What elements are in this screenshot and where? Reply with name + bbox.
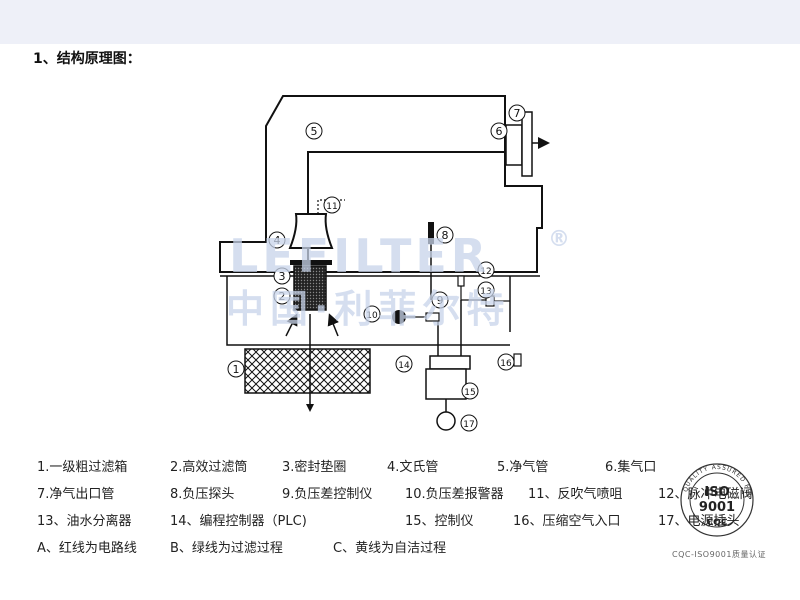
legend-row-4: A、红线为电路线 B、绿线为过滤过程 C、黄线为自洁过程	[37, 537, 797, 564]
intake-arrow-right	[327, 313, 339, 337]
svg-text:5: 5	[311, 125, 318, 138]
legend-item: 17、电源插头	[658, 514, 740, 529]
callout-7: 7	[508, 104, 526, 122]
air-inlet	[513, 353, 522, 367]
callout-15: 15	[461, 382, 479, 400]
svg-text:®: ®	[548, 227, 570, 252]
brand-watermark: LEFILTER ® 中国·利菲尔特	[226, 227, 570, 331]
svg-text:17: 17	[463, 420, 474, 430]
svg-text:8: 8	[442, 229, 449, 242]
legend-item: 6.集气口	[605, 460, 657, 475]
legend-row-1: 1.一级粗过滤箱 2.高效过滤筒 3.密封垫圈 4.文氏管 5.净气管 6.集气…	[37, 456, 797, 483]
svg-text:14: 14	[398, 361, 410, 371]
svg-text:13: 13	[480, 287, 491, 297]
section-title: 1、结构原理图：	[33, 51, 141, 67]
callout-16: 16	[497, 353, 515, 371]
top-banner	[0, 0, 800, 44]
power-plug	[436, 411, 456, 431]
control-instrument	[425, 368, 467, 400]
pressure-alarm	[392, 310, 406, 324]
legend-item: B、绿线为过滤过程	[170, 541, 283, 556]
legend-item: 7.净气出口管	[37, 487, 115, 502]
callout-numbers: 1 2 3 4 5 6 7 8 9 10 11 12 13 14 15 16 1…	[227, 104, 526, 432]
callout-8: 8	[436, 226, 454, 244]
callout-1: 1	[227, 360, 245, 378]
component-legend: 1.一级粗过滤箱 2.高效过滤筒 3.密封垫圈 4.文氏管 5.净气管 6.集气…	[37, 456, 797, 564]
legend-item: 8.负压探头	[170, 487, 235, 502]
certification-caption: CQC-ISO9001质量认证	[672, 550, 766, 559]
svg-text:LEFILTER: LEFILTER	[229, 229, 490, 283]
plc-controller	[429, 355, 471, 370]
gas-collection-port	[505, 124, 523, 166]
svg-text:9: 9	[437, 294, 444, 307]
legend-item: 15、控制仪	[405, 514, 474, 529]
svg-text:1: 1	[233, 363, 240, 376]
legend-item: 10.负压差报警器	[405, 487, 504, 502]
legend-item: 4.文氏管	[387, 460, 439, 475]
legend-item: 3.密封垫圈	[282, 460, 347, 475]
callout-10: 10	[363, 305, 381, 323]
inlet-arrow-tail	[306, 404, 314, 412]
svg-text:4: 4	[274, 234, 281, 247]
legend-row-2: 7.净气出口管 8.负压探头 9.负压差控制仪 10.负压差报警器 11、反吹气…	[37, 483, 797, 510]
legend-item: 16、压缩空气入口	[513, 514, 621, 529]
lower-cabinet	[226, 276, 510, 346]
callout-3: 3	[273, 267, 291, 285]
callout-12: 12	[477, 261, 495, 279]
legend-item: 14、编程控制器（PLC)	[170, 514, 307, 529]
callout-2: 2	[273, 287, 291, 305]
venturi-tube	[288, 213, 334, 249]
legend-item: 9.负压差控制仪	[282, 487, 373, 502]
callout-5: 5	[305, 122, 323, 140]
svg-text:7: 7	[514, 107, 521, 120]
svg-text:11: 11	[326, 202, 337, 212]
svg-text:中国·利菲尔特: 中国·利菲尔特	[226, 287, 510, 331]
coarse-filter-box	[244, 348, 371, 394]
legend-item: C、黄线为自洁过程	[333, 541, 447, 556]
svg-text:ISO: ISO	[704, 485, 729, 500]
callout-14: 14	[395, 355, 413, 373]
svg-text:2: 2	[279, 290, 286, 303]
svg-text:10: 10	[366, 311, 378, 321]
svg-text:6: 6	[496, 125, 503, 138]
legend-item: 11、反吹气喷咀	[528, 487, 623, 502]
legend-item: 2.高效过滤筒	[170, 460, 248, 475]
callout-11: 11	[323, 196, 341, 214]
intake-arrow-left	[285, 313, 298, 337]
svg-text:16: 16	[500, 359, 512, 369]
filter-housing	[219, 95, 543, 273]
svg-text:3: 3	[279, 270, 286, 283]
svg-text:CQC: CQC	[707, 518, 728, 528]
svg-text:12: 12	[480, 267, 491, 277]
outlet-pipe-flange	[521, 111, 533, 177]
legend-item: 5.净气管	[497, 460, 549, 475]
pressure-probe	[428, 222, 434, 244]
legend-item: A、红线为电路线	[37, 541, 137, 556]
sealing-gasket	[290, 260, 332, 265]
svg-text:15: 15	[464, 388, 475, 398]
callout-13: 13	[477, 281, 495, 299]
svg-text:9001: 9001	[699, 500, 735, 515]
callout-6: 6	[490, 122, 508, 140]
callout-4: 4	[268, 231, 286, 249]
filter-cartridge	[293, 265, 327, 311]
callout-17: 17	[460, 414, 478, 432]
callout-9: 9	[431, 291, 449, 309]
legend-row-3: 13、油水分离器 14、编程控制器（PLC) 15、控制仪 16、压缩空气入口 …	[37, 510, 797, 537]
legend-item: 13、油水分离器	[37, 514, 132, 529]
legend-item: 12、脉冲电磁阀	[658, 487, 753, 502]
legend-item: 1.一级粗过滤箱	[37, 460, 128, 475]
